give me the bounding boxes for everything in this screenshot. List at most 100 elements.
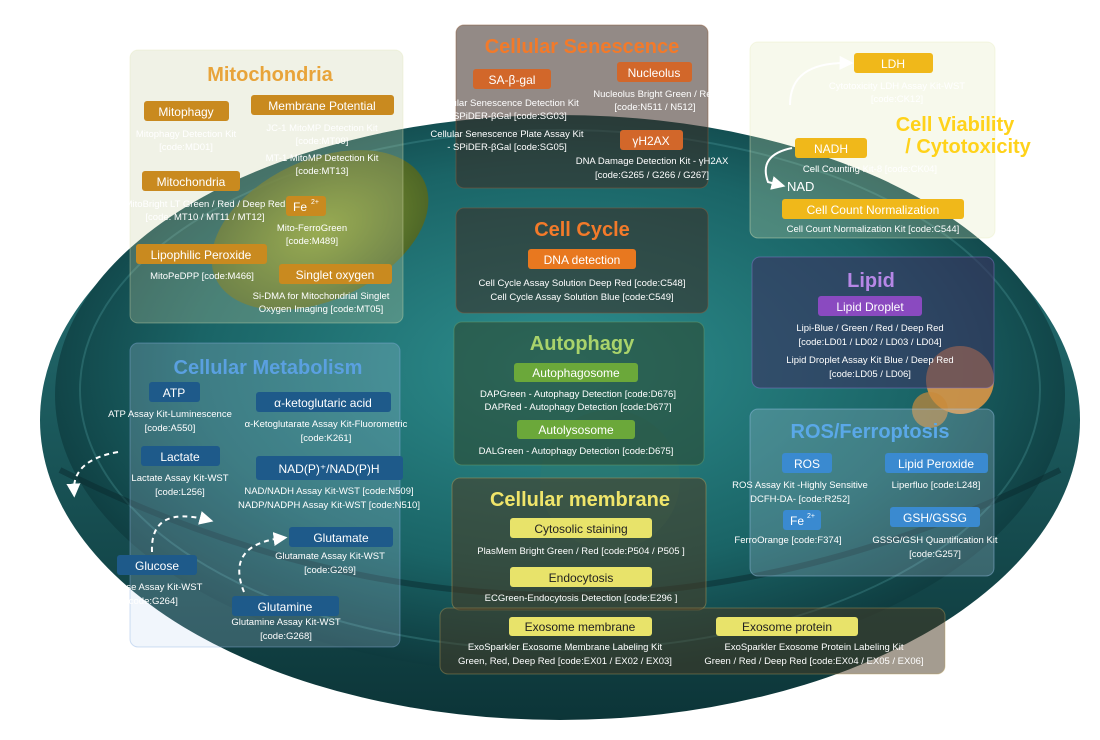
lipophilic-peroxide-tag[interactable]: Lipophilic Peroxide	[136, 244, 267, 264]
svg-text:- SPiDER-βGal [code:SG03]: - SPiDER-βGal [code:SG03]	[447, 111, 567, 122]
svg-text:FerroOrange [code:F374]: FerroOrange [code:F374]	[734, 535, 841, 546]
svg-text:[code:G268]: [code:G268]	[260, 631, 312, 642]
svg-text:Endocytosis: Endocytosis	[549, 571, 614, 585]
svg-text:[code:K261]: [code:K261]	[301, 433, 352, 444]
svg-text:DAPRed - Autophagy Detection [: DAPRed - Autophagy Detection [code:D677]	[485, 402, 672, 413]
atp-tag[interactable]: ATP	[149, 382, 200, 402]
gsh-gssg-tag[interactable]: GSH/GSSG	[890, 507, 980, 527]
svg-text:Lactate: Lactate	[160, 450, 200, 464]
endocytosis-tag[interactable]: Endocytosis	[510, 567, 652, 587]
svg-text:[code:G264]: [code:G264]	[126, 596, 178, 607]
gamma-h2ax-tag[interactable]: γH2AX	[620, 130, 683, 150]
svg-text:Mitochondria: Mitochondria	[157, 175, 226, 189]
panel-membrane: Cellular membrane Cytosolic staining Pla…	[451, 477, 707, 611]
svg-text:[code:MT13]: [code:MT13]	[296, 166, 349, 177]
singlet-oxygen-tag[interactable]: Singlet oxygen	[279, 264, 392, 284]
svg-text:Glutamate Assay Kit-WST: Glutamate Assay Kit-WST	[275, 551, 385, 562]
svg-text:Cellular Senescence Detection: Cellular Senescence Detection Kit	[435, 98, 579, 109]
nad-tag[interactable]: NAD(P)⁺/NAD(P)H	[256, 456, 403, 480]
svg-text:DALGreen - Autophagy Detection: DALGreen - Autophagy Detection [code:D67…	[479, 446, 674, 457]
ldh-arrow	[789, 55, 854, 106]
svg-text:2+: 2+	[311, 199, 319, 206]
fe-ros-tag[interactable]: Fe 2+	[783, 510, 821, 530]
svg-text:Membrane Potential: Membrane Potential	[268, 99, 375, 113]
membrane-potential-tag[interactable]: Membrane Potential	[251, 95, 394, 115]
panel-title: Cellular Senescence	[485, 36, 680, 58]
exosome-membrane-tag[interactable]: Exosome membrane	[509, 617, 652, 636]
panel-title-line2: / Cytotoxicity	[905, 136, 1031, 158]
glutamine-tag[interactable]: Glutamine	[232, 596, 339, 616]
svg-text:Cytosolic staining: Cytosolic staining	[534, 522, 627, 536]
svg-text:ExoSparkler Exosome Protein La: ExoSparkler Exosome Protein Labeling Kit	[724, 642, 903, 653]
mitochondria-tag[interactable]: Mitochondria	[142, 171, 240, 191]
svg-text:Glucose Assay Kit-WST: Glucose Assay Kit-WST	[102, 582, 203, 593]
svg-text:[code:A550]: [code:A550]	[145, 423, 196, 434]
lactate-tag[interactable]: Lactate	[141, 446, 220, 466]
svg-text:Lactate Assay Kit-WST: Lactate Assay Kit-WST	[131, 473, 228, 484]
lactate-to-glucose-arrow	[66, 451, 119, 498]
svg-text:Mitophagy Detection Kit: Mitophagy Detection Kit	[136, 129, 237, 140]
svg-text:PlasMem Bright Green / Red [co: PlasMem Bright Green / Red [code:P504 / …	[477, 546, 685, 557]
svg-text:2+: 2+	[807, 513, 815, 520]
svg-text:Glutamate: Glutamate	[313, 531, 369, 545]
svg-text:[code:MD01]: [code:MD01]	[159, 142, 213, 153]
panel-title: Lipid	[847, 270, 895, 292]
ldh-tag[interactable]: LDH	[854, 53, 933, 73]
svg-text:Lipophilic Peroxide: Lipophilic Peroxide	[151, 248, 252, 262]
akg-tag[interactable]: α-ketoglutaric acid	[256, 392, 391, 412]
fe-mito-tag[interactable]: Fe 2+	[286, 196, 326, 216]
mitophagy-tag[interactable]: Mitophagy	[144, 101, 229, 121]
nadh-tag[interactable]: NADH	[795, 138, 867, 158]
nucleolus-tag[interactable]: Nucleolus	[617, 62, 692, 82]
sa-gal-tag[interactable]: SA-β-gal	[473, 69, 551, 89]
svg-text:[code:LD05 / LD06]: [code:LD05 / LD06]	[829, 369, 911, 380]
panel-viability: Cell Viability / Cytotoxicity LDH Cytoto…	[749, 41, 1032, 239]
panel-exosome: Exosome membrane ExoSparkler Exosome Mem…	[439, 607, 946, 675]
svg-text:Autophagosome: Autophagosome	[532, 366, 620, 380]
nad-text: NAD	[787, 179, 814, 194]
panel-autophagy: Autophagy Autophagosome DAPGreen - Autop…	[453, 321, 705, 466]
svg-text:Nucleolus: Nucleolus	[628, 66, 681, 80]
svg-text:[code:CK12]: [code:CK12]	[871, 94, 923, 105]
svg-text:[code:G257]: [code:G257]	[909, 549, 961, 560]
panel-title: Autophagy	[530, 333, 635, 355]
svg-text:α-ketoglutaric acid: α-ketoglutaric acid	[274, 396, 372, 410]
lipid-droplet-tag[interactable]: Lipid Droplet	[818, 296, 922, 316]
svg-text:Glutamine: Glutamine	[258, 600, 313, 614]
svg-text:NADP/NADPH Assay Kit-WST [code: NADP/NADPH Assay Kit-WST [code:N510]	[238, 500, 420, 511]
svg-text:Exosome membrane: Exosome membrane	[525, 620, 636, 634]
svg-text:ROS: ROS	[794, 457, 820, 471]
svg-text:[code: MT10 / MT11 / MT12]: [code: MT10 / MT11 / MT12]	[145, 212, 264, 223]
panel-cell-cycle: Cell Cycle DNA detection Cell Cycle Assa…	[455, 207, 709, 314]
glucose-tag[interactable]: Glucose	[117, 555, 197, 575]
autolysosome-tag[interactable]: Autolysosome	[517, 420, 635, 439]
panel-senescence: Cellular Senescence SA-β-gal Cellular Se…	[430, 24, 729, 189]
svg-text:Green, Red, Deep Red [code:EX0: Green, Red, Deep Red [code:EX01 / EX02 /…	[458, 656, 672, 667]
svg-text:Fe: Fe	[293, 200, 307, 214]
svg-text:Cell Count Normalization: Cell Count Normalization	[807, 203, 940, 217]
glutamine-to-glutamate-arrow	[238, 532, 288, 593]
svg-text:ATP: ATP	[163, 386, 185, 400]
cell-count-normalization-tag[interactable]: Cell Count Normalization	[782, 199, 964, 219]
svg-text:[code:G265 / G266 / G267]: [code:G265 / G266 / G267]	[595, 170, 709, 181]
glutamate-tag[interactable]: Glutamate	[289, 527, 393, 547]
svg-text:Singlet oxygen: Singlet oxygen	[296, 268, 375, 282]
panel-lipid: Lipid Lipid Droplet Lipi-Blue / Green / …	[751, 256, 995, 389]
svg-text:NADH: NADH	[814, 142, 848, 156]
svg-text:MitoBright LT Green / Red / De: MitoBright LT Green / Red / Deep Red	[125, 199, 286, 210]
panel-title: Mitochondria	[207, 64, 333, 86]
exosome-protein-tag[interactable]: Exosome protein	[716, 617, 858, 636]
lipid-peroxide-tag[interactable]: Lipid Peroxide	[885, 453, 988, 473]
svg-text:ATP Assay Kit-Luminescence: ATP Assay Kit-Luminescence	[108, 409, 232, 420]
svg-text:ExoSparkler Exosome Membrane L: ExoSparkler Exosome Membrane Labeling Ki…	[468, 642, 663, 653]
panel-title: Cellular membrane	[490, 489, 670, 511]
svg-text:[code:G269]: [code:G269]	[304, 565, 356, 576]
nadh-arrow	[764, 147, 793, 190]
svg-text:Mito-FerroGreen: Mito-FerroGreen	[277, 223, 347, 234]
svg-text:ECGreen-Endocytosis Detection: ECGreen-Endocytosis Detection [code:E296…	[485, 593, 678, 604]
ros-tag[interactable]: ROS	[782, 453, 832, 473]
cytosolic-staining-tag[interactable]: Cytosolic staining	[510, 518, 652, 538]
svg-text:Si-DMA for Mitochondrial Singl: Si-DMA for Mitochondrial Singlet	[253, 291, 390, 302]
dna-detection-tag[interactable]: DNA detection	[528, 249, 636, 269]
autophagosome-tag[interactable]: Autophagosome	[514, 363, 638, 382]
